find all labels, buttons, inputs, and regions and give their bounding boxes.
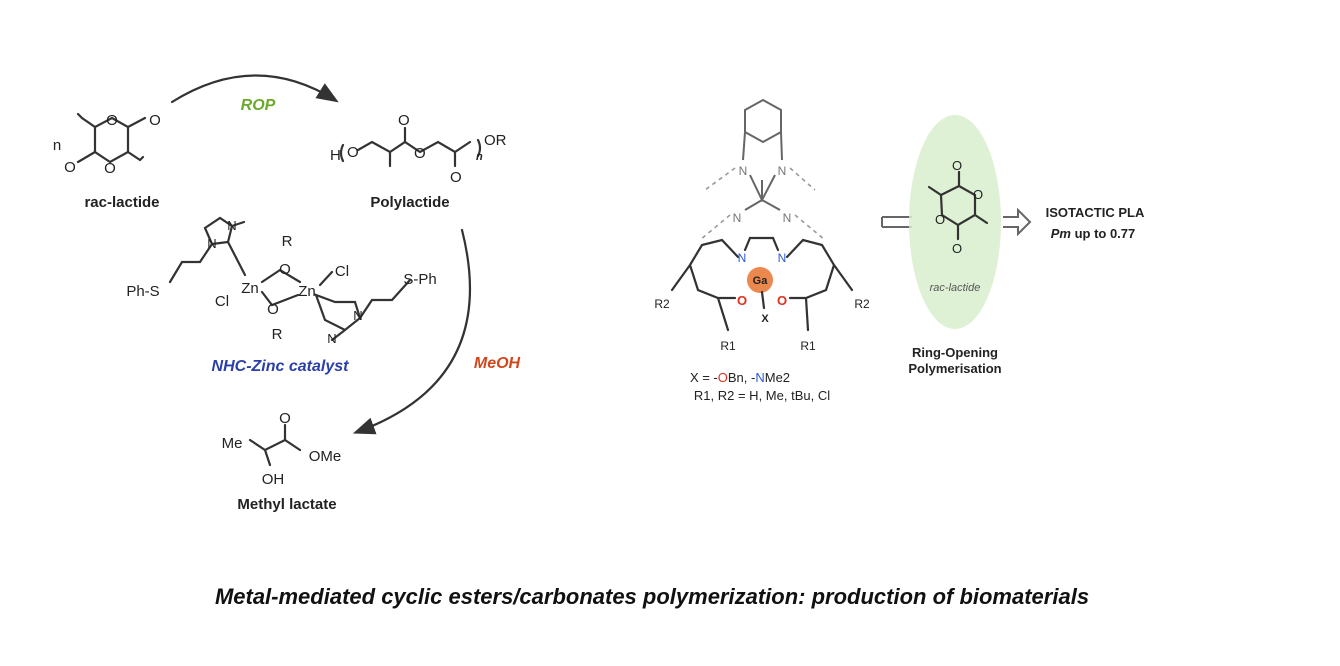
rac-lactide-structure: O O n O O rac-lactide bbox=[53, 112, 161, 211]
atom-o: O bbox=[104, 160, 116, 177]
stoich-n: n bbox=[53, 137, 61, 154]
rac-lactide-label: rac-lactide bbox=[930, 282, 981, 294]
atom-o: O bbox=[149, 112, 161, 129]
atom-o: O bbox=[952, 158, 962, 173]
atom-me: Me bbox=[222, 435, 243, 452]
atom-n: N bbox=[778, 164, 787, 178]
atom-cl: Cl bbox=[215, 293, 229, 310]
atom-ome: OMe bbox=[309, 448, 342, 465]
atom-r: R bbox=[282, 233, 293, 250]
rop-arrow bbox=[170, 74, 339, 104]
pm-value: Pm up to 0.77 bbox=[1051, 226, 1136, 241]
atom-o: O bbox=[973, 187, 983, 202]
x-definition: X = -OBn, -NMe2 bbox=[690, 370, 790, 385]
meoh-arrow bbox=[352, 228, 471, 435]
methyl-lactate-structure: Me O OMe OH Methyl lactate bbox=[222, 410, 342, 513]
s-ph-label: S-Ph bbox=[403, 271, 436, 288]
atom-o: O bbox=[64, 159, 76, 176]
atom-n: N bbox=[353, 308, 362, 323]
open-arrow-right bbox=[1003, 207, 1032, 237]
atom-o: O bbox=[279, 410, 291, 427]
atom-x: X bbox=[761, 313, 769, 325]
atom-n: N bbox=[227, 218, 236, 233]
substituent-r1: R1 bbox=[720, 339, 736, 353]
atom-o: O bbox=[414, 145, 426, 162]
figure-title: Metal-mediated cyclic esters/carbonates … bbox=[215, 584, 1089, 609]
process-label: Polymerisation bbox=[908, 361, 1001, 376]
atom-n: N bbox=[778, 251, 787, 265]
atom-n: N bbox=[733, 211, 742, 225]
atom-h: H bbox=[330, 147, 341, 164]
methyl-lactate-label: Methyl lactate bbox=[237, 496, 336, 513]
atom-ga: Ga bbox=[753, 275, 769, 287]
substituent-r2: R2 bbox=[654, 297, 670, 311]
meoh-label: MeOH bbox=[474, 355, 521, 372]
atom-n: N bbox=[738, 251, 747, 265]
catalyst-label: NHC-Zinc catalyst bbox=[212, 358, 350, 375]
polylactide-structure: H O O O O n OR Polylactide bbox=[330, 112, 507, 211]
atom-o: O bbox=[777, 293, 787, 308]
atom-o: O bbox=[347, 144, 359, 161]
atom-o: O bbox=[737, 293, 747, 308]
atom-r: R bbox=[272, 326, 283, 343]
atom-oh: OH bbox=[262, 471, 285, 488]
atom-o: O bbox=[952, 241, 962, 256]
nhc-zinc-catalyst-structure: Ph-S N N Zn Zn Cl Cl S-Ph R O O R N N NH… bbox=[126, 216, 437, 375]
atom-n: N bbox=[207, 236, 216, 251]
atom-zn: Zn bbox=[241, 280, 259, 297]
result-label: ISOTACTIC PLA bbox=[1046, 205, 1145, 220]
polylactide-label: Polylactide bbox=[370, 194, 449, 211]
atom-o: O bbox=[106, 112, 118, 129]
process-label: Ring-Opening bbox=[912, 345, 998, 360]
atom-o: O bbox=[398, 112, 410, 129]
substituent-r1: R1 bbox=[800, 339, 816, 353]
atom-or: OR bbox=[484, 132, 507, 149]
rac-lactide-label: rac-lactide bbox=[84, 194, 159, 211]
atom-n: N bbox=[783, 211, 792, 225]
atom-n: N bbox=[739, 164, 748, 178]
atom-o: O bbox=[935, 212, 945, 227]
r-definition: R1, R2 = H, Me, tBu, Cl bbox=[694, 388, 830, 403]
atom-cl: Cl bbox=[335, 263, 349, 280]
rac-lactide-ring: O O O O rac-lactide bbox=[927, 158, 989, 294]
gallium-salen-complex: N N N N N N Ga O O X R2 R2 R1 R1 X = -OB… bbox=[654, 98, 870, 403]
rop-label: ROP bbox=[241, 97, 276, 114]
repeat-n: n bbox=[476, 151, 483, 163]
ph-s-label: Ph-S bbox=[126, 283, 159, 300]
atom-o: O bbox=[267, 301, 279, 318]
atom-o: O bbox=[450, 169, 462, 186]
atom-o: O bbox=[279, 261, 291, 278]
atom-n: N bbox=[327, 331, 336, 346]
substituent-r2: R2 bbox=[854, 297, 870, 311]
gallium-center bbox=[747, 267, 773, 293]
open-arrow-left bbox=[881, 216, 912, 228]
atom-zn: Zn bbox=[298, 283, 316, 300]
